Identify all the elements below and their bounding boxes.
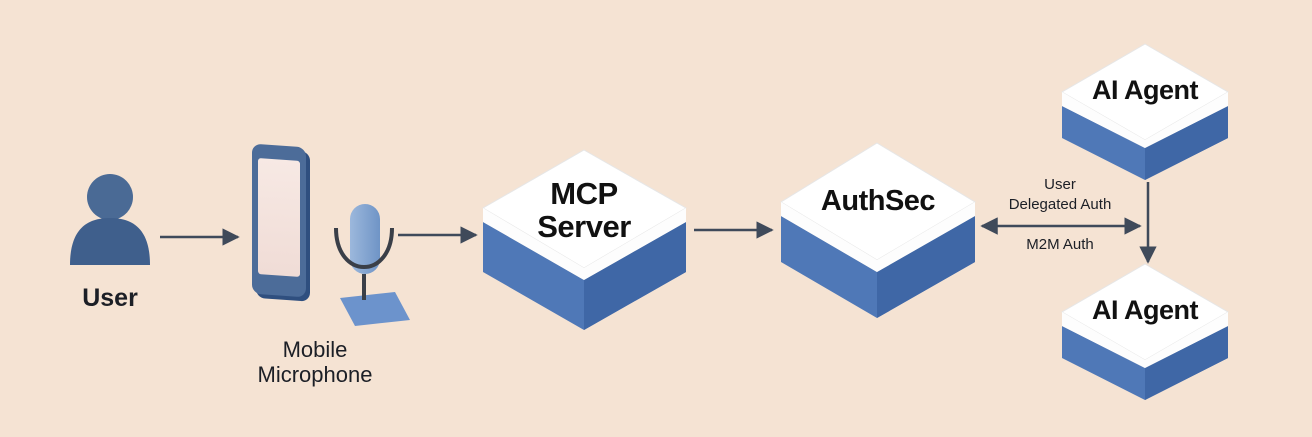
mcp-label-line2: Server xyxy=(537,208,631,244)
authsec-label: AuthSec xyxy=(820,185,936,217)
microphone-icon xyxy=(334,204,410,326)
mcp-server-block xyxy=(482,149,687,330)
ai-agent-bottom-label: AI Agent xyxy=(1092,295,1199,325)
auth-label-m2m: M2M Auth xyxy=(1026,236,1094,253)
person-icon xyxy=(70,174,150,265)
mobile-phone-icon xyxy=(252,144,310,302)
device-label: Mobile Microphone xyxy=(245,337,385,387)
auth-label-user: User xyxy=(1044,176,1076,193)
authsec-block xyxy=(780,142,976,318)
auth-label-delegated: Delegated Auth xyxy=(1008,196,1112,213)
user-label: User xyxy=(82,284,138,312)
ai-agent-top-label: AI Agent xyxy=(1092,75,1199,105)
mcp-label-line1: MCP xyxy=(550,176,618,211)
ai-agent-top-block xyxy=(1061,43,1229,180)
device-label-line1: Mobile xyxy=(282,337,348,362)
mcp-server-label: MCP Server xyxy=(514,176,654,244)
ai-agent-bottom-block xyxy=(1061,263,1229,400)
device-label-line2: Microphone xyxy=(257,361,373,387)
